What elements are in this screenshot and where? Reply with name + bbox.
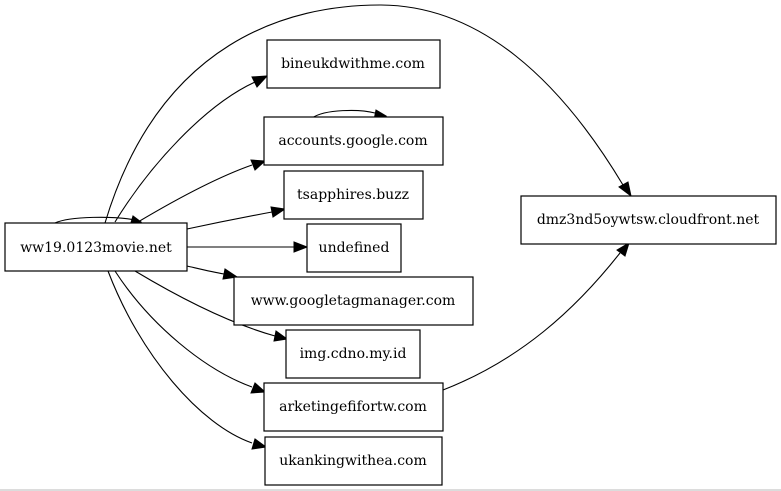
edge-root-to-tsapphires: [186, 206, 287, 230]
bottom-divider: [0, 489, 781, 491]
node-tsapphires-label: tsapphires.buzz: [297, 187, 409, 203]
node-ukanking[interactable]: ukankingwithea.com: [264, 436, 443, 486]
node-undefined-label: undefined: [319, 240, 390, 256]
node-tsapphires[interactable]: tsapphires.buzz: [283, 170, 424, 220]
node-accounts[interactable]: accounts.google.com: [263, 116, 444, 166]
node-root-label: ww19.0123movie.net: [20, 240, 172, 256]
node-accounts-label: accounts.google.com: [278, 133, 427, 149]
edge-arketing-to-cloudfront: [442, 241, 630, 391]
node-arketing-label: arketingefifortw.com: [279, 399, 427, 415]
node-imgcdno-label: img.cdno.my.id: [300, 346, 407, 362]
node-ukanking-label: ukankingwithea.com: [279, 453, 427, 469]
node-gtm[interactable]: www.googletagmanager.com: [233, 276, 474, 326]
node-bineuk[interactable]: bineukdwithme.com: [266, 39, 441, 89]
graph-nodes: ww19.0123movie.net bineukdwithme.com acc…: [4, 39, 777, 486]
node-gtm-label: www.googletagmanager.com: [251, 293, 456, 309]
node-undefined[interactable]: undefined: [306, 223, 402, 273]
graph-edges: [54, 4, 632, 450]
edge-root-to-undefined: [187, 241, 309, 253]
edge-root-to-bineuk: [114, 75, 269, 223]
edge-root-to-imgcdno: [134, 270, 289, 342]
node-bineuk-label: bineukdwithme.com: [281, 56, 425, 72]
edge-root-to-accounts: [137, 159, 267, 223]
node-cloudfront-label: dmz3nd5oywtsw.cloudfront.net: [537, 212, 760, 228]
edge-root-to-cloudfront: [104, 4, 632, 224]
node-imgcdno[interactable]: img.cdno.my.id: [285, 329, 421, 379]
node-cloudfront[interactable]: dmz3nd5oywtsw.cloudfront.net: [520, 195, 777, 245]
edge-root-to-gtm: [186, 265, 239, 280]
edge-root-to-ukanking: [107, 270, 268, 450]
node-root[interactable]: ww19.0123movie.net: [4, 222, 188, 272]
edge-root-to-arketing: [114, 270, 267, 394]
node-arketing[interactable]: arketingefifortw.com: [263, 382, 444, 432]
